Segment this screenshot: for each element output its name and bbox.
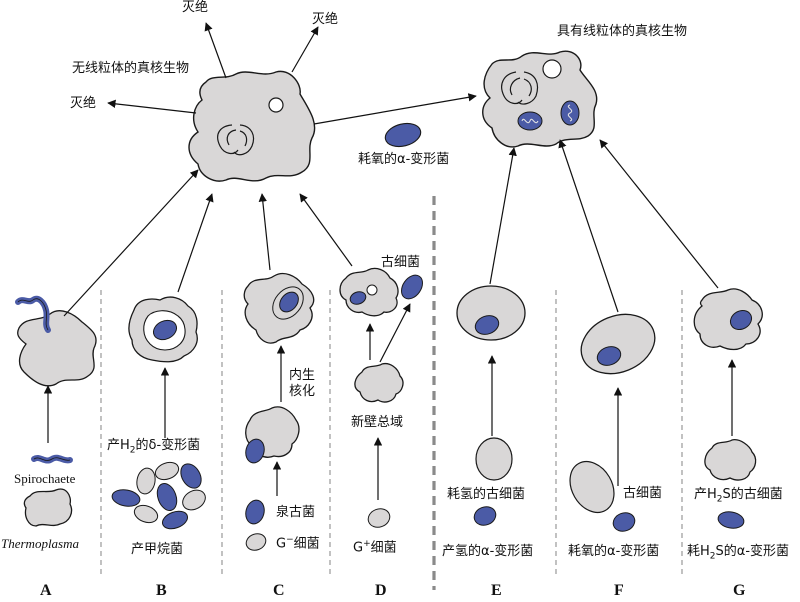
arrow-extinct-left [107, 99, 197, 114]
top-arrows [107, 22, 477, 125]
label-neomura: 新壁总域 [351, 415, 404, 430]
panel-label-c: C [273, 582, 285, 599]
label-h2s-archaea-sub: 2 [716, 494, 723, 505]
label-h2s-archaea-pre: 产H [694, 487, 717, 502]
nucleus-membrane [217, 124, 255, 156]
panel-d [299, 193, 423, 528]
label-gneg-pre: G [276, 536, 287, 552]
label-aerobic-alpha: 耗氧的α-变形菌 [358, 152, 450, 167]
panel-label-g: G [733, 582, 746, 599]
label-h2s-alpha-pre: 耗H [687, 544, 710, 559]
panel-label-f: F [614, 582, 624, 599]
arrow-b-to-top [177, 193, 214, 293]
panel-label-e: E [491, 582, 502, 599]
arrow-d-to-top [299, 193, 353, 267]
label-gpos-post: 细菌 [370, 540, 397, 556]
host-cell-e [456, 285, 526, 341]
label-gneg-sup: − [286, 535, 294, 545]
hydrogen-producing-alpha [473, 506, 497, 526]
sulfide-consuming-alpha [717, 511, 745, 529]
crenarchaeon [245, 499, 265, 525]
label-h2s-archaea: 产H2S的古细菌 [694, 488, 783, 505]
label-archaea-f: 古细菌 [623, 486, 663, 501]
label-h2-producing-alpha: 产氢的α-变形菌 [442, 544, 534, 559]
label-gram-positive: G+细菌 [353, 539, 397, 556]
spirochaete-cell [17, 310, 97, 387]
label-h2-consuming-archaea: 耗氢的古细菌 [447, 487, 526, 502]
nucleus-membrane [501, 71, 539, 105]
panel-f [558, 139, 656, 532]
arrow-a-to-top [63, 169, 199, 317]
methanogen-cluster [111, 461, 206, 530]
label-extinct-left: 灭绝 [70, 96, 97, 111]
label-h2-delta-pre: 产H [107, 438, 130, 453]
panel-c [243, 193, 315, 551]
label-extinct-top-right: 灭绝 [312, 12, 339, 27]
label-endo-line2: 核化 [289, 384, 316, 399]
label-gpos-sup: + [363, 539, 371, 549]
panel-label-d: D [375, 582, 387, 599]
gram-negative-bacterium [245, 533, 267, 551]
label-spirochaete: Spirochaete [14, 471, 76, 486]
label-archaea-d: 古细菌 [381, 255, 421, 270]
label-h2-delta-sub: 2 [129, 445, 136, 456]
panel-a [15, 169, 199, 527]
label-thermoplasma: Thermoplasma [1, 536, 80, 551]
neomuran-cell [354, 362, 404, 403]
label-endokaryotic: 内生 核化 [289, 368, 317, 400]
host-cell-f [580, 313, 656, 375]
sulfide-producing-archaeon [704, 439, 757, 481]
mitochondrion [517, 111, 543, 131]
archaeon-d [401, 274, 423, 300]
label-extinct-top-left: 灭绝 [182, 0, 209, 15]
mitochondriate-eukaryote-cell [482, 50, 598, 148]
label-amitochondriate-eukaryote: 无线粒体的真核生物 [72, 61, 190, 76]
hydrogen-consuming-archaeon [475, 437, 513, 481]
label-gpos-pre: G [353, 540, 364, 556]
arrow-g-to-top [599, 139, 719, 289]
panel-separators [100, 196, 683, 590]
label-methanogen: 产甲烷菌 [131, 542, 184, 557]
label-mitochondriate-eukaryote: 具有线粒体的真核生物 [557, 24, 688, 39]
vacuole [542, 59, 562, 79]
label-h2-delta: 产H2的δ-变形菌 [107, 439, 200, 456]
host-cell-g [693, 288, 763, 351]
thermoplasma-cell [23, 488, 73, 527]
amitochondriate-eukaryote-cell [188, 70, 316, 182]
label-h2s-alpha-sub: 2 [709, 551, 716, 562]
arrow-e-to-top [489, 147, 517, 285]
arrow-d-to-archaeon [379, 303, 411, 363]
panel-e [456, 147, 526, 526]
label-h2s-archaea-post: S的古细菌 [722, 487, 783, 502]
arrow-c-to-top [258, 193, 271, 271]
panel-g [599, 139, 763, 529]
label-h2s-alpha-post: S的α-变形菌 [715, 544, 790, 559]
mitochondrion [560, 100, 580, 126]
panel-label-a: A [40, 582, 52, 599]
gram-positive-bacterium [367, 508, 391, 528]
aerobic-alpha-proteobacterium [384, 122, 422, 148]
arrow-extinct-top-right [291, 26, 319, 73]
aerobic-alpha-f [612, 512, 636, 532]
label-crenarchaea: 泉古菌 [276, 505, 316, 520]
panel-b [111, 193, 214, 530]
panel-label-b: B [156, 582, 167, 599]
arrow-extinct-top-left [204, 22, 227, 79]
label-aerobic-alpha-f: 耗氧的α-变形菌 [568, 544, 660, 559]
label-gram-negative: G−细菌 [276, 535, 320, 552]
label-gneg-post: 细菌 [293, 536, 320, 552]
label-endo-line1: 内生 [289, 368, 316, 383]
vacuole [268, 97, 284, 113]
archaeon-f [569, 460, 615, 514]
label-h2s-alpha: 耗H2S的α-变形菌 [687, 545, 789, 562]
label-h2-delta-post: 的δ-变形菌 [135, 438, 201, 453]
arrow-f-to-top [558, 139, 619, 313]
arrow-to-mitochondriate [313, 93, 477, 125]
